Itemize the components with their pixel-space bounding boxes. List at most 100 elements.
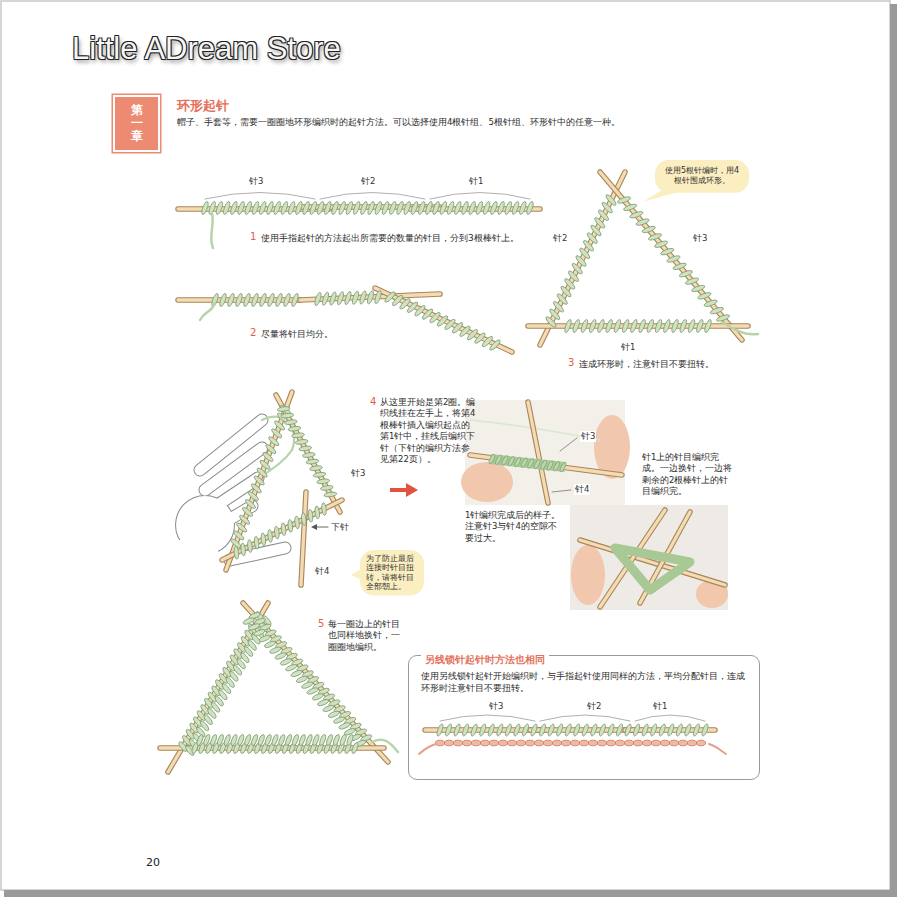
stitch xyxy=(330,202,339,215)
stitch xyxy=(563,320,572,333)
stitch xyxy=(311,693,325,701)
stitch xyxy=(616,196,632,205)
stitch xyxy=(320,485,335,491)
stitch xyxy=(321,292,330,305)
stitch xyxy=(703,320,712,333)
stitch xyxy=(321,502,327,517)
needle-outline xyxy=(528,323,748,329)
stitch xyxy=(237,735,245,746)
yarn-tail xyxy=(211,213,213,248)
stitch xyxy=(226,294,235,307)
stitch xyxy=(520,458,528,468)
stitch xyxy=(453,202,462,215)
section-title: 环形起针 xyxy=(177,97,229,115)
stitch xyxy=(229,202,238,215)
stitch xyxy=(287,519,293,534)
stitch xyxy=(547,724,555,736)
chain-stitch xyxy=(561,740,570,746)
needle xyxy=(600,172,742,340)
stitch xyxy=(300,681,314,689)
stitch xyxy=(314,505,320,520)
stitch xyxy=(240,542,246,557)
stitch xyxy=(250,294,259,307)
stitch xyxy=(280,202,289,215)
stitch xyxy=(628,210,644,219)
chapter-text: 第一章 xyxy=(131,104,143,144)
needle-outline xyxy=(540,172,625,345)
stitch xyxy=(478,724,486,736)
step-number: 1 xyxy=(250,231,256,243)
stitch xyxy=(309,202,318,215)
stitch xyxy=(653,240,669,249)
chain-stitch xyxy=(525,740,534,746)
needle xyxy=(301,492,306,585)
stitch xyxy=(649,724,657,736)
stitch xyxy=(325,735,333,746)
stitch xyxy=(290,294,299,307)
stitch xyxy=(352,202,361,215)
needle-outline xyxy=(222,500,342,560)
stitch xyxy=(424,202,433,215)
stitch xyxy=(403,202,412,215)
stitch xyxy=(596,320,605,333)
stitch xyxy=(291,735,299,746)
stitch xyxy=(555,724,563,736)
knitting xyxy=(615,548,690,590)
needle-label: 针4 xyxy=(574,484,590,495)
step-text: 连成环形时，注意针目不要扭转。 xyxy=(579,358,779,370)
stitch xyxy=(546,461,554,471)
stitch xyxy=(233,546,239,561)
stitch xyxy=(316,202,325,215)
stitch xyxy=(615,724,623,736)
needle xyxy=(168,603,268,772)
stitch xyxy=(439,202,448,215)
stitch-label: 下针 xyxy=(330,522,350,533)
chain-stitch xyxy=(498,740,507,746)
stitch xyxy=(258,202,267,215)
pointer-arrow xyxy=(316,527,328,528)
needle-bracket xyxy=(430,193,530,200)
stitch xyxy=(629,320,638,333)
needle-label: 针2 xyxy=(360,176,376,187)
stitch xyxy=(588,320,597,333)
step-text: 每一圈边上的针目也同样地换针，一圈圈地编织。 xyxy=(328,619,408,653)
step-text: 尽量将针目均分。 xyxy=(261,328,461,340)
stitch xyxy=(280,412,295,418)
stitch xyxy=(538,724,546,736)
stitch xyxy=(684,277,700,286)
stitch xyxy=(590,724,598,736)
bubble-body xyxy=(360,550,424,596)
leader-line xyxy=(552,490,571,492)
needle xyxy=(226,392,292,570)
stitch xyxy=(274,525,280,540)
stitch xyxy=(254,535,260,550)
pointer-arrowhead xyxy=(311,524,317,530)
stitch xyxy=(613,320,622,333)
stitch xyxy=(271,735,279,746)
needle-label: 针1 xyxy=(620,342,636,353)
box-heading: 另线锁针起针时方法也相同 xyxy=(421,654,549,665)
stitch xyxy=(216,735,224,746)
stitch xyxy=(507,456,515,466)
stitch xyxy=(496,724,504,736)
stitch xyxy=(332,735,340,746)
note-box: 另线锁针起针时方法也相同使用另线锁针起针开始编织时，与手指起针使用同样的方法，平… xyxy=(408,655,760,780)
stitch xyxy=(244,735,252,746)
stitch xyxy=(621,320,630,333)
stitch xyxy=(684,724,692,736)
stitch xyxy=(351,743,359,754)
bubble-text: 使用5根针编时，用4根针围成环形。 xyxy=(664,166,740,187)
stitch xyxy=(638,320,647,333)
stitch xyxy=(552,461,560,471)
stitch xyxy=(687,320,696,333)
stitch xyxy=(230,735,238,746)
leader-line xyxy=(560,438,577,451)
needle-label: 针1 xyxy=(468,176,484,187)
stitch xyxy=(489,202,498,215)
stitch xyxy=(284,419,299,425)
step2-divide xyxy=(178,288,512,352)
finger xyxy=(200,420,262,470)
chain-stitch xyxy=(624,740,633,746)
stitch xyxy=(291,432,306,438)
stitch xyxy=(247,539,253,554)
